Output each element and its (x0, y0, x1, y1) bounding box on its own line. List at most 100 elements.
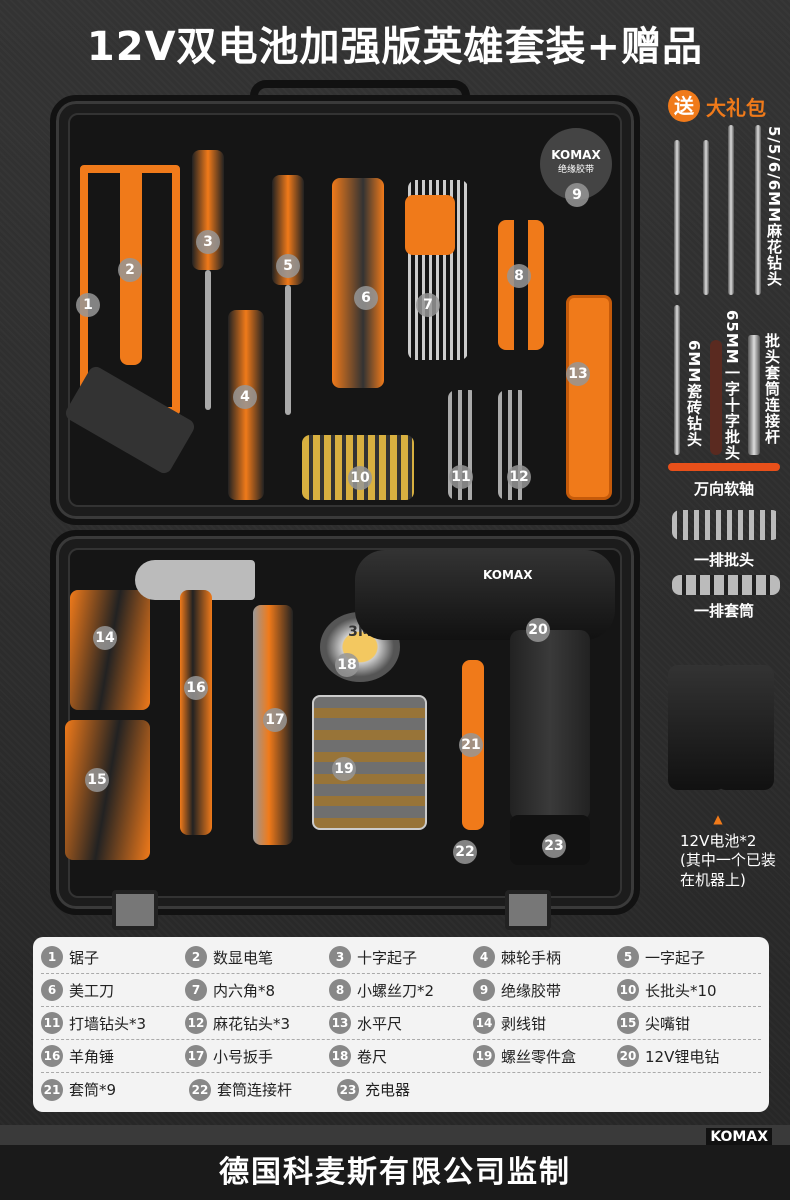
legend-item: 22 套筒连接杆 (189, 1078, 337, 1101)
extension-bar (748, 335, 760, 455)
marker-14: 14 (93, 626, 117, 650)
tile-bit (674, 305, 680, 455)
battery (716, 665, 774, 790)
marker-20: 20 (526, 618, 550, 642)
claw-hammer (180, 590, 212, 835)
legend-number: 18 (329, 1045, 351, 1067)
marker-15: 15 (85, 768, 109, 792)
marker-6: 6 (354, 286, 378, 310)
divider-stripe (0, 1125, 790, 1145)
legend-label: 一字起子 (645, 948, 706, 967)
legend-number: 16 (41, 1045, 63, 1067)
legend-item: 17 小号扳手 (185, 1045, 329, 1067)
legend-number: 20 (617, 1045, 639, 1067)
wire-stripper (70, 590, 150, 710)
latch-left (112, 890, 158, 930)
flat-screwdriver-shaft (285, 285, 291, 415)
marker-18: 18 (335, 653, 359, 677)
marker-22: 22 (453, 840, 477, 864)
legend-label: 水平尺 (357, 1014, 403, 1033)
drill-brand: KOMAX (483, 568, 533, 582)
legend-number: 2 (185, 946, 207, 968)
footer-text: 德国科麦斯有限公司监制 (0, 1145, 790, 1200)
marker-10: 10 (348, 466, 372, 490)
tape-text: 绝缘胶带 (557, 165, 594, 175)
legend-number: 8 (329, 979, 351, 1001)
legend-label: 锯子 (69, 948, 100, 967)
drill-grip (510, 630, 590, 820)
legend-label: 充电器 (365, 1081, 411, 1099)
legend-label: 数显电笔 (213, 948, 274, 967)
legend-number: 7 (185, 979, 207, 1001)
screw-parts-box (312, 695, 427, 830)
legend-item: 6 美工刀 (41, 979, 185, 1001)
legend-label: 小号扳手 (213, 1047, 274, 1066)
legend-number: 6 (41, 979, 63, 1001)
sockets-row-label: 一排套筒 (693, 602, 754, 620)
legend-label: 羊角锤 (69, 1047, 115, 1066)
marker-17: 17 (263, 708, 287, 732)
utility-knife (332, 178, 384, 388)
screwdriver-shaft (205, 270, 211, 410)
marker-13: 13 (566, 362, 590, 386)
page-title: 12V双电池加强版英雄套装+赠品 (86, 24, 704, 70)
legend-number: 19 (473, 1045, 495, 1067)
drill-bit (674, 140, 680, 295)
marker-5: 5 (276, 254, 300, 278)
legend-number: 5 (617, 946, 639, 968)
battery-label: 12V电池*2 (680, 832, 757, 850)
legend-number: 3 (329, 946, 351, 968)
legend-number: 22 (189, 1078, 211, 1101)
legend-label: 套筒连接杆 (217, 1081, 293, 1099)
legend-number: 21 (41, 1078, 63, 1101)
double-bit-label: 65MM一字十字批头 (723, 310, 741, 461)
legend-label: 美工刀 (69, 981, 115, 1000)
drill-bit (703, 140, 709, 295)
bits-row (672, 510, 780, 540)
marker-8: 8 (507, 264, 531, 288)
legend-label: 绝缘胶带 (501, 981, 562, 1000)
marker-23: 23 (542, 834, 566, 858)
legend-item: 23 充电器 (337, 1078, 485, 1101)
marker-16: 16 (184, 676, 208, 700)
legend-item: 4 棘轮手柄 (473, 946, 617, 968)
battery-note: (其中一个已装在机器上) (680, 851, 776, 889)
legend-number: 4 (473, 946, 495, 968)
legend-label: 螺丝零件盒 (501, 1047, 577, 1066)
spirit-level (566, 295, 612, 500)
legend-number: 15 (617, 1012, 639, 1034)
marker-11: 11 (449, 465, 473, 489)
legend-label: 12V锂电钻 (645, 1047, 720, 1066)
legend-label: 打墙钻头*3 (69, 1014, 147, 1033)
tape-brand: KOMAX (551, 148, 601, 162)
legend-label: 剥线钳 (501, 1014, 547, 1033)
legend-item: 16 羊角锤 (41, 1045, 185, 1067)
legend-label: 棘轮手柄 (501, 948, 562, 967)
legend-label: 长批头*10 (645, 981, 717, 1000)
legend-number: 17 (185, 1045, 207, 1067)
flex-shaft-label: 万向软轴 (693, 480, 754, 498)
drill-bit (728, 125, 734, 295)
legend-item: 2 数显电笔 (185, 946, 329, 968)
marker-12: 12 (507, 465, 531, 489)
marker-7: 7 (416, 293, 440, 317)
legend-label: 内六角*8 (213, 981, 276, 1000)
gift-label: 大礼包 (706, 95, 766, 120)
legend-label: 十字起子 (357, 948, 418, 967)
marker-19: 19 (332, 757, 356, 781)
legend-number: 23 (337, 1078, 359, 1101)
